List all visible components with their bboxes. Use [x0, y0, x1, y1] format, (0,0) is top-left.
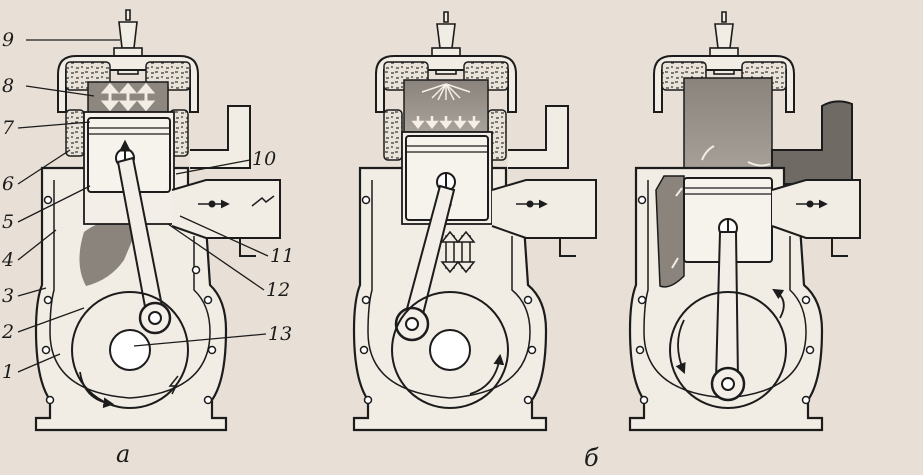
caption-panel-b: б — [584, 444, 599, 472]
crankcase-inner — [49, 180, 211, 399]
callout-13: 13 — [268, 323, 292, 345]
exhaust-pipe — [190, 105, 251, 169]
fresh-charge — [79, 219, 140, 286]
engine-panel-b-exhaust — [352, 11, 597, 432]
cooling-jacket-left-lower — [65, 109, 85, 157]
cylinder-gas — [683, 77, 773, 177]
callout-11: 11 — [270, 245, 294, 267]
crankcase — [34, 166, 228, 432]
compression-arrows — [100, 82, 156, 112]
engine-panel-b-scavenging — [628, 11, 861, 432]
callout-1: 1 — [2, 361, 14, 383]
bolts — [41, 195, 217, 405]
callout-7: 7 — [2, 117, 15, 139]
ignition-rays — [421, 83, 471, 101]
callout-12: 12 — [266, 279, 290, 301]
intake-pipe — [171, 179, 281, 239]
callout-10: 10 — [252, 148, 276, 170]
crankshaft-journal — [109, 329, 151, 371]
callout-3: 3 — [2, 285, 14, 307]
engine-panel-a — [34, 9, 281, 432]
pressure-arrows — [411, 116, 481, 130]
caption-panel-a: а — [116, 440, 130, 468]
callout-4: 4 — [1, 249, 14, 271]
transfer-channel — [655, 175, 685, 288]
crankcase-compression-arrows — [440, 230, 476, 274]
callout-2: 2 — [1, 321, 14, 343]
crankshaft — [391, 291, 509, 409]
callout-8: 8 — [2, 75, 14, 97]
leader-lines — [17, 39, 269, 373]
callout-9: 9 — [2, 29, 14, 51]
crankshaft — [71, 291, 189, 409]
callout-6: 6 — [2, 173, 14, 195]
callout-5: 5 — [2, 211, 14, 233]
crankshaft — [669, 291, 787, 409]
connecting-rod — [714, 231, 740, 381]
exhaust-pipe — [771, 100, 853, 185]
